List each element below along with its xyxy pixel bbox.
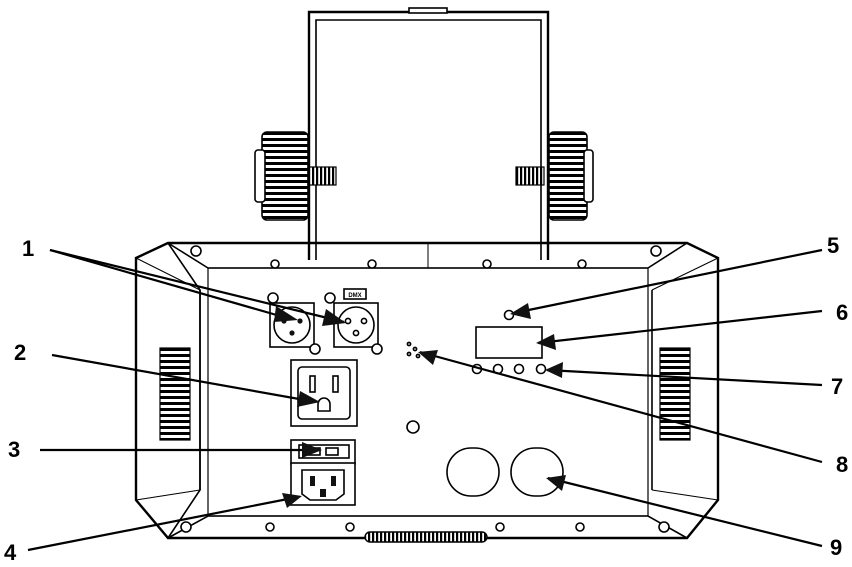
leader-lines <box>27 248 823 552</box>
panel-screw <box>406 420 420 434</box>
fuse-holder <box>290 439 356 465</box>
left-side-vent <box>159 347 191 441</box>
led-display <box>475 326 543 359</box>
mounting-bracket <box>307 7 550 260</box>
callout-3: 3 <box>8 437 20 462</box>
sound-sensor-microphone <box>406 341 421 359</box>
dmx-out-connector: DMX <box>324 288 383 355</box>
callout-2: 2 <box>14 340 26 365</box>
callout-1: 1 <box>22 236 34 261</box>
leader-arrowheads <box>274 303 566 508</box>
callout-5: 5 <box>827 233 839 258</box>
power-input-socket <box>290 462 356 506</box>
callout-7: 7 <box>831 374 843 399</box>
xlr-release-badge: DMX <box>348 293 361 299</box>
callout-9: 9 <box>830 535 842 560</box>
housing-screws <box>180 245 670 533</box>
front-lenses <box>446 447 564 497</box>
fixture-housing <box>134 241 720 540</box>
callout-6: 6 <box>836 300 848 325</box>
dmx-indicator-led <box>503 309 515 321</box>
bottom-center-grip <box>364 531 488 543</box>
callout-8: 8 <box>836 452 848 477</box>
dmx-in-connector <box>267 292 321 355</box>
callout-4: 4 <box>4 540 17 565</box>
right-adjustment-knob <box>515 131 594 221</box>
power-output-outlet <box>290 359 358 427</box>
right-side-vent <box>659 347 691 441</box>
left-adjustment-knob <box>254 131 337 221</box>
